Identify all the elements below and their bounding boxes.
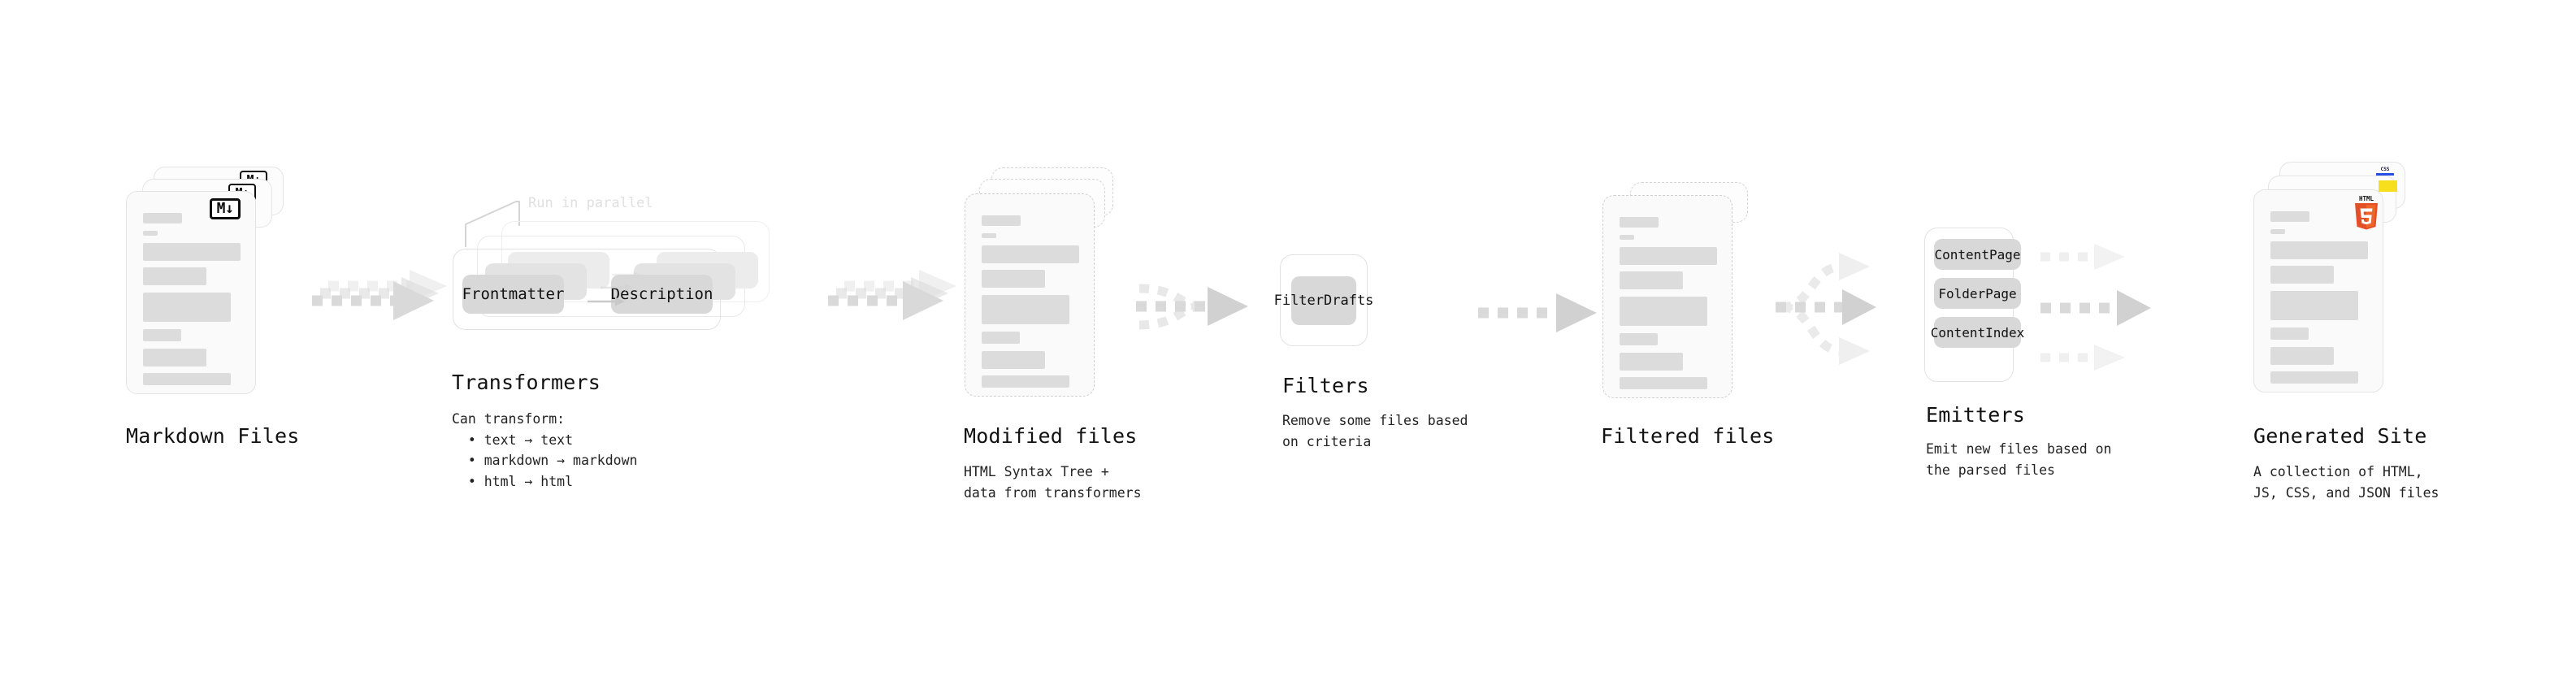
filtered-file-card: [1602, 195, 1733, 398]
stage-subtitle-transformers: Can transform: • text → text • markdown …: [452, 409, 637, 492]
skeleton-bar: [982, 215, 1021, 226]
stage-title-filtered-files: Filtered files: [1601, 424, 1775, 448]
skeleton-bar: [1620, 353, 1683, 371]
skeleton-bar: [143, 231, 158, 236]
skeleton-bar: [1620, 235, 1634, 240]
transform-item-0: • text → text: [452, 432, 574, 448]
stage-title-emitters: Emitters: [1926, 403, 2026, 427]
skeleton-bar: [1620, 247, 1717, 265]
skeleton-bar: [143, 213, 182, 223]
stage-title-filters: Filters: [1282, 374, 1369, 397]
skeleton-bar: [2270, 211, 2309, 222]
stage-title-transformers: Transformers: [452, 371, 601, 394]
skeleton-bar: [1620, 333, 1658, 345]
skeleton-bar: [982, 351, 1045, 369]
skeleton-bar: [1620, 271, 1683, 289]
markdown-icon: M↓: [210, 198, 241, 219]
run-in-parallel-brace: [465, 201, 520, 247]
svg-text:HTML: HTML: [2359, 195, 2374, 202]
skeleton-bar: [2270, 266, 2334, 284]
arrow-transformers-to-modified: [828, 270, 956, 320]
skeleton-bar: [143, 267, 206, 285]
skeleton-bar: [982, 233, 996, 238]
skeleton-bar: [982, 270, 1045, 288]
stage-subtitle-emitters: Emit new files based on the parsed files: [1926, 441, 2112, 478]
transform-intro: Can transform:: [452, 411, 566, 427]
contentindex-chip[interactable]: ContentIndex: [1931, 317, 2024, 348]
skeleton-bar: [1620, 297, 1707, 326]
stage-subtitle-generated-site: A collection of HTML, JS, CSS, and JSON …: [2253, 464, 2439, 501]
skeleton-bar: [143, 373, 231, 385]
skeleton-bar: [2270, 327, 2309, 340]
skeleton-bar: [982, 375, 1069, 388]
filters-group-box: [1280, 254, 1368, 346]
skeleton-bar: [2270, 371, 2358, 384]
frontmatter-chip[interactable]: Frontmatter: [462, 275, 564, 314]
skeleton-bar: [143, 329, 181, 341]
contentpage-chip[interactable]: ContentPage: [1934, 239, 2021, 270]
skeleton-bar: [982, 295, 1069, 324]
chip-connector-arrows: [588, 271, 641, 306]
skeleton-bar: [2270, 229, 2285, 234]
arrow-emitters-to-site: [2040, 244, 2151, 371]
arrow-filters-to-filtered: [1478, 293, 1597, 332]
javascript-icon: [2379, 180, 2397, 192]
transform-item-2: • html → html: [452, 473, 574, 489]
skeleton-bar: [982, 245, 1079, 263]
stage-title-modified-files: Modified files: [964, 424, 1138, 448]
skeleton-bar: [1620, 377, 1707, 389]
description-chip[interactable]: Description: [611, 275, 713, 314]
skeleton-bar: [143, 243, 241, 261]
stage-title-markdown-files: Markdown Files: [126, 424, 300, 448]
skeleton-bar: [982, 332, 1020, 344]
skeleton-bar: [143, 293, 231, 322]
css3-icon: CSS: [2376, 167, 2394, 180]
folderpage-chip[interactable]: FolderPage: [1934, 278, 2021, 309]
markdown-file-card: [126, 191, 256, 394]
filterdrafts-chip[interactable]: FilterDrafts: [1274, 276, 1373, 325]
arrow-markdown-to-transformers: [312, 270, 447, 320]
stage-title-generated-site: Generated Site: [2253, 424, 2427, 448]
html5-icon: HTML: [2355, 195, 2378, 230]
stage-subtitle-modified-files: HTML Syntax Tree + data from transformer…: [964, 464, 1142, 501]
skeleton-bar: [143, 349, 206, 367]
arrow-filtered-to-emitters: [1776, 253, 1876, 365]
transform-item-1: • markdown → markdown: [452, 453, 638, 469]
run-in-parallel-label: Run in parallel: [528, 195, 653, 211]
skeleton-bar: [2270, 347, 2334, 365]
skeleton-bar: [2270, 291, 2358, 320]
arrow-modified-to-filters: [1136, 284, 1248, 330]
stage-subtitle-filters: Remove some files based on criteria: [1282, 413, 1468, 449]
skeleton-bar: [2270, 241, 2368, 259]
skeleton-bar: [1620, 217, 1659, 228]
modified-file-card: [965, 193, 1095, 397]
